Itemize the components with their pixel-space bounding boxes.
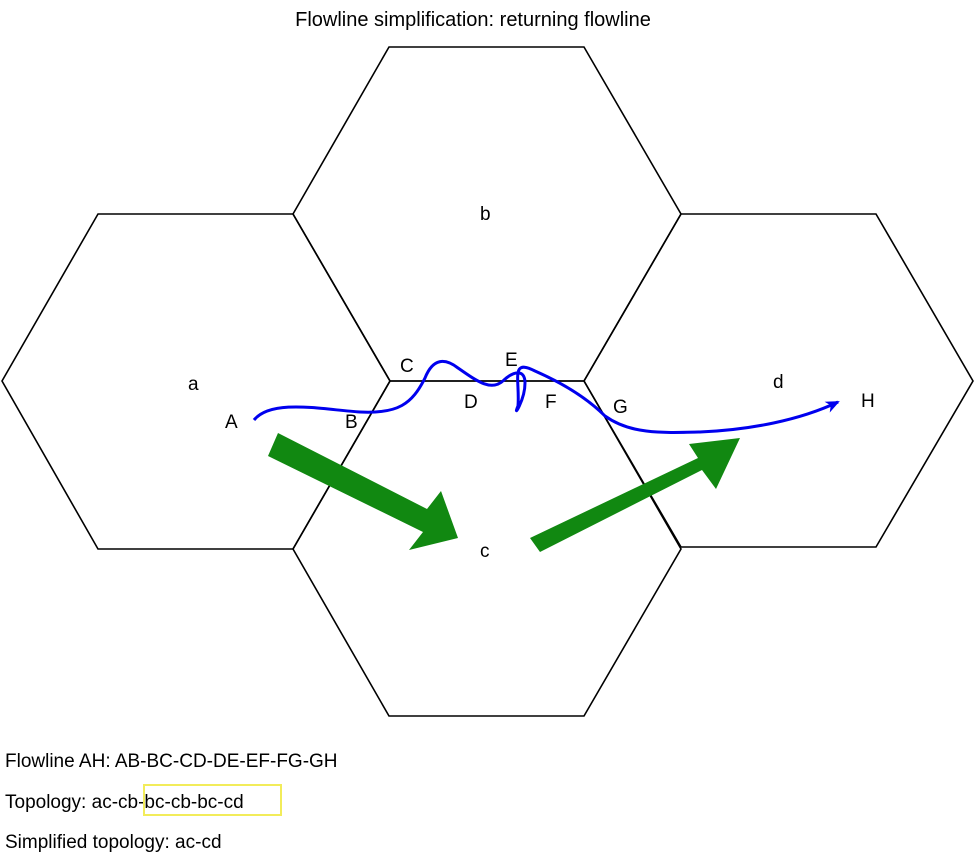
- diagram-title: Flowline simplification: returning flowl…: [295, 9, 651, 31]
- topology-loop-highlight: [143, 784, 282, 816]
- flowline-segments: AB-BC-CD-DE-EF-FG-GH: [114, 751, 338, 772]
- direction-arrow-a-to-c: [268, 433, 458, 550]
- point-label-D: D: [464, 392, 478, 413]
- point-label-B: B: [345, 412, 358, 433]
- cell-label-b: b: [480, 204, 491, 225]
- flowline-description: Flowline AH: AB-BC-CD-DE-EF-FG-GH: [5, 751, 338, 773]
- point-label-A: A: [225, 412, 238, 433]
- topology-loop: -cb-bc-cb-bc-: [111, 792, 224, 813]
- flowline-AH: [252, 359, 840, 434]
- topology-description: Topology: ac-cb-bc-cb-bc-cd: [5, 784, 282, 816]
- hex-cell-c: [292, 380, 682, 717]
- cell-label-d: d: [773, 372, 784, 393]
- simplified-value: ac-cd: [175, 832, 222, 853]
- simplified-topology-description: Simplified topology: ac-cd: [5, 832, 222, 854]
- topology-prefix: Topology:: [5, 792, 92, 813]
- point-label-C: C: [400, 356, 414, 377]
- hex-cell-d: [583, 213, 974, 548]
- point-label-F: F: [545, 392, 557, 413]
- cell-label-c: c: [480, 541, 490, 562]
- point-label-H: H: [861, 391, 875, 412]
- simplified-prefix: Simplified topology:: [5, 832, 176, 853]
- cell-label-a: a: [188, 374, 199, 395]
- topology-end: cd: [223, 792, 244, 813]
- point-label-G: G: [613, 397, 628, 418]
- direction-arrow-c-to-d: [530, 438, 740, 552]
- flowline-prefix: Flowline AH:: [5, 751, 115, 772]
- point-label-E: E: [505, 350, 518, 371]
- topology-start: ac: [91, 792, 112, 813]
